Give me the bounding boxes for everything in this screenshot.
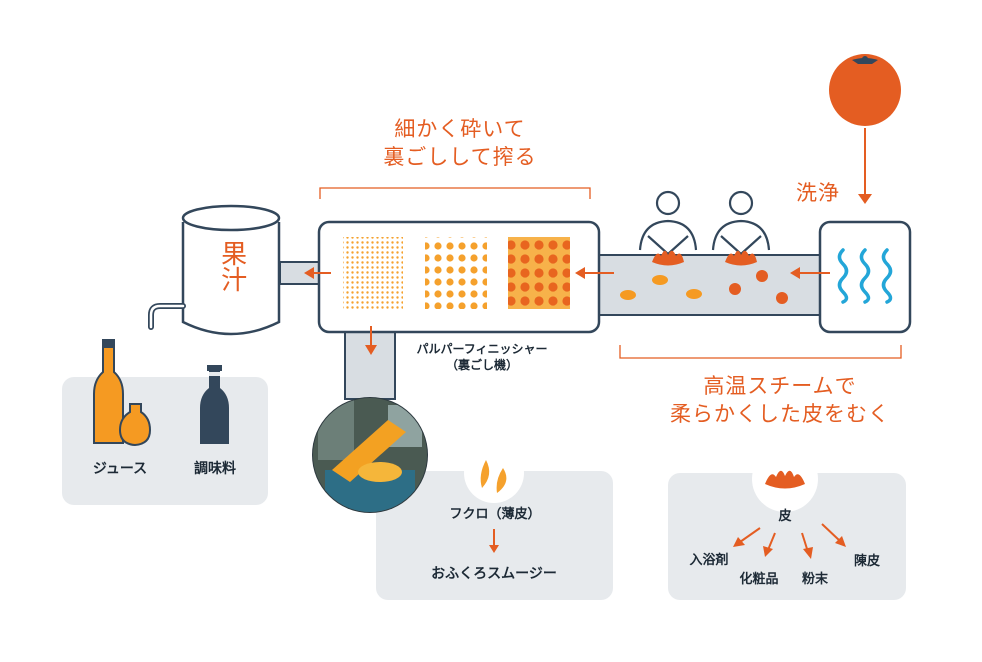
juice-tank <box>181 204 281 336</box>
worker-icon <box>638 190 698 256</box>
crush-line1: 細かく砕いて <box>394 117 526 141</box>
peel-flower <box>652 250 684 266</box>
steam-line1: 高温スチームで <box>703 374 857 398</box>
sieve-coarse <box>508 237 570 309</box>
peel-title: 皮 <box>778 509 792 524</box>
machine-line1: パルパーフィニッシャー <box>416 342 548 356</box>
crush-heading: 細かく砕いて 裏ごしして搾る <box>330 115 590 172</box>
peel-icon <box>752 446 818 512</box>
peel-item-bath: 入浴剤 <box>689 553 729 568</box>
peel-item-powder: 粉末 <box>801 572 828 587</box>
flow-arrow <box>304 267 830 355</box>
steam-heading: 高温スチームで 柔らかくした皮をむく <box>650 372 910 429</box>
steam-line2: 柔らかくした皮をむく <box>670 402 890 427</box>
bottle-icon <box>93 339 229 447</box>
juice-label: 果汁 <box>216 240 247 292</box>
bracket-crush <box>319 187 591 199</box>
steam-icon <box>837 248 893 304</box>
membrane-icon <box>464 443 524 503</box>
orange-icon <box>829 54 901 126</box>
juice-item-seasoning: 調味料 <box>194 461 236 477</box>
tap-icon <box>148 303 186 330</box>
bracket-steam <box>619 345 902 359</box>
worker-icon <box>711 190 771 256</box>
machine-line2: （裏ごし機） <box>445 358 518 373</box>
photo-icon <box>312 397 428 513</box>
peel-item-cosmetics: 化粧品 <box>739 572 779 587</box>
peel-flower <box>725 250 757 266</box>
sieve-fine <box>343 237 403 309</box>
panel-arrow <box>489 523 846 559</box>
peel-item-chenpi: 陳皮 <box>853 554 880 569</box>
crush-line2: 裏ごしして搾る <box>383 145 537 170</box>
membrane-title: フクロ（薄皮） <box>449 507 541 522</box>
wash-label: 洗浄 <box>796 181 840 205</box>
conveyor <box>597 254 821 316</box>
membrane-product: おふくろスムージー <box>431 566 557 582</box>
sieve-mid <box>425 237 487 309</box>
juice-item-juice: ジュース <box>92 461 148 477</box>
machine-label: パルパーフィニッシャー （裏ごし機） <box>402 341 562 373</box>
conveyor-fruits <box>620 270 788 304</box>
